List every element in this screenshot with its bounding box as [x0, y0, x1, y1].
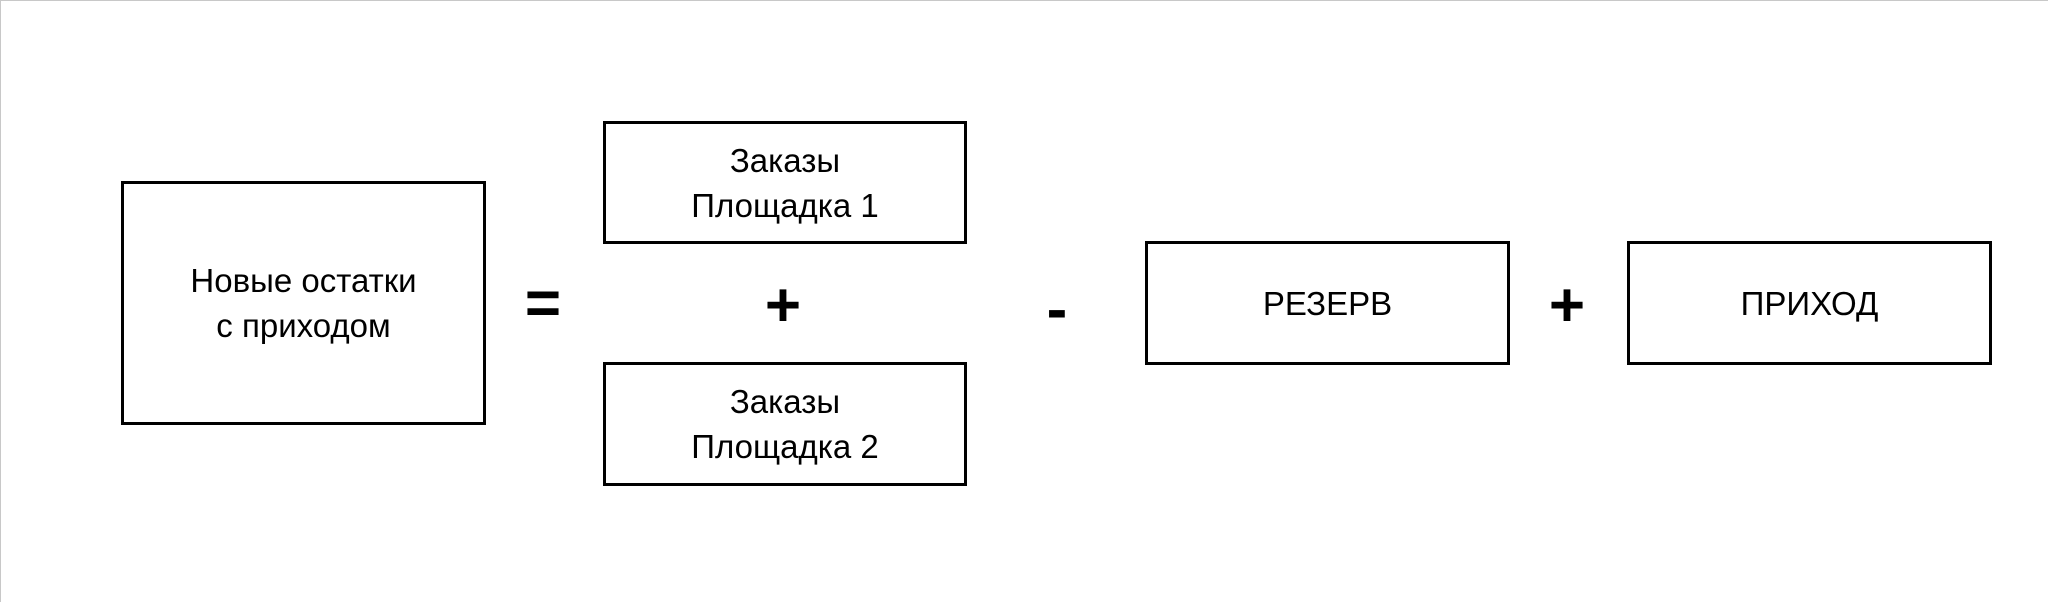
orders-platform-1-label: Заказы Площадка 1: [691, 141, 879, 224]
orders-platform-2-box: Заказы Площадка 2: [603, 362, 967, 486]
minus-sign: -: [1046, 275, 1068, 344]
orders-platform-1-box: Заказы Площадка 1: [603, 121, 967, 244]
result-box: Новые остатки с приходом: [121, 181, 486, 425]
income-box: ПРИХОД: [1627, 241, 1992, 365]
plus-sign-orders: +: [764, 271, 802, 340]
equals-sign: =: [524, 269, 562, 338]
orders-platform-2-label: Заказы Площадка 2: [691, 383, 879, 465]
reserve-box: РЕЗЕРВ: [1145, 241, 1510, 365]
income-box-label: ПРИХОД: [1740, 284, 1879, 322]
reserve-box-label: РЕЗЕРВ: [1262, 284, 1393, 322]
plus-sign-income: +: [1548, 271, 1586, 340]
result-box-label: Новые остатки с приходом: [190, 262, 417, 344]
